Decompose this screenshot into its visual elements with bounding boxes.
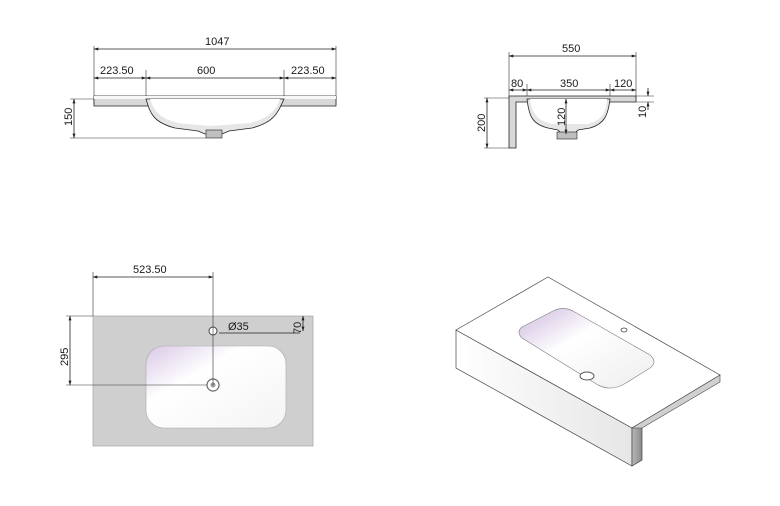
front-height-label: 150 bbox=[63, 108, 75, 126]
top-tap-hole-diameter-label: Ø35 bbox=[228, 321, 249, 333]
front-overall-width-label: 1047 bbox=[205, 36, 229, 48]
front-bowl-width-label: 600 bbox=[197, 65, 215, 77]
side-bowl-height-label: 120 bbox=[556, 108, 568, 126]
iso-bowl bbox=[518, 308, 655, 389]
side-bowl-depth-label: 350 bbox=[560, 78, 578, 90]
iso-end-face bbox=[631, 421, 643, 467]
front-left-margin-label: 223.50 bbox=[100, 65, 134, 77]
top-tap-hole-offset-label: 70 bbox=[292, 322, 304, 334]
top-drain-offset-y-label: 295 bbox=[59, 348, 71, 366]
front-view: 1047 223.50 600 223.50 150 bbox=[63, 36, 337, 139]
side-rear-offset-label: 120 bbox=[614, 78, 632, 90]
side-top-thickness-label: 10 bbox=[637, 106, 649, 118]
isometric-view bbox=[455, 276, 721, 467]
top-drain-offset-x-label: 523.50 bbox=[133, 264, 167, 276]
side-overall-height-label: 200 bbox=[476, 114, 488, 132]
side-overall-depth-label: 550 bbox=[562, 43, 580, 55]
top-view: 523.50 295 Ø35 70 bbox=[59, 264, 314, 447]
side-front-offset-label: 80 bbox=[511, 78, 523, 90]
front-right-margin-label: 223.50 bbox=[291, 65, 325, 77]
side-view: 550 80 350 120 120 200 10 bbox=[476, 43, 654, 149]
iso-tap-hole-icon bbox=[620, 327, 628, 333]
iso-drain-icon bbox=[579, 371, 595, 381]
